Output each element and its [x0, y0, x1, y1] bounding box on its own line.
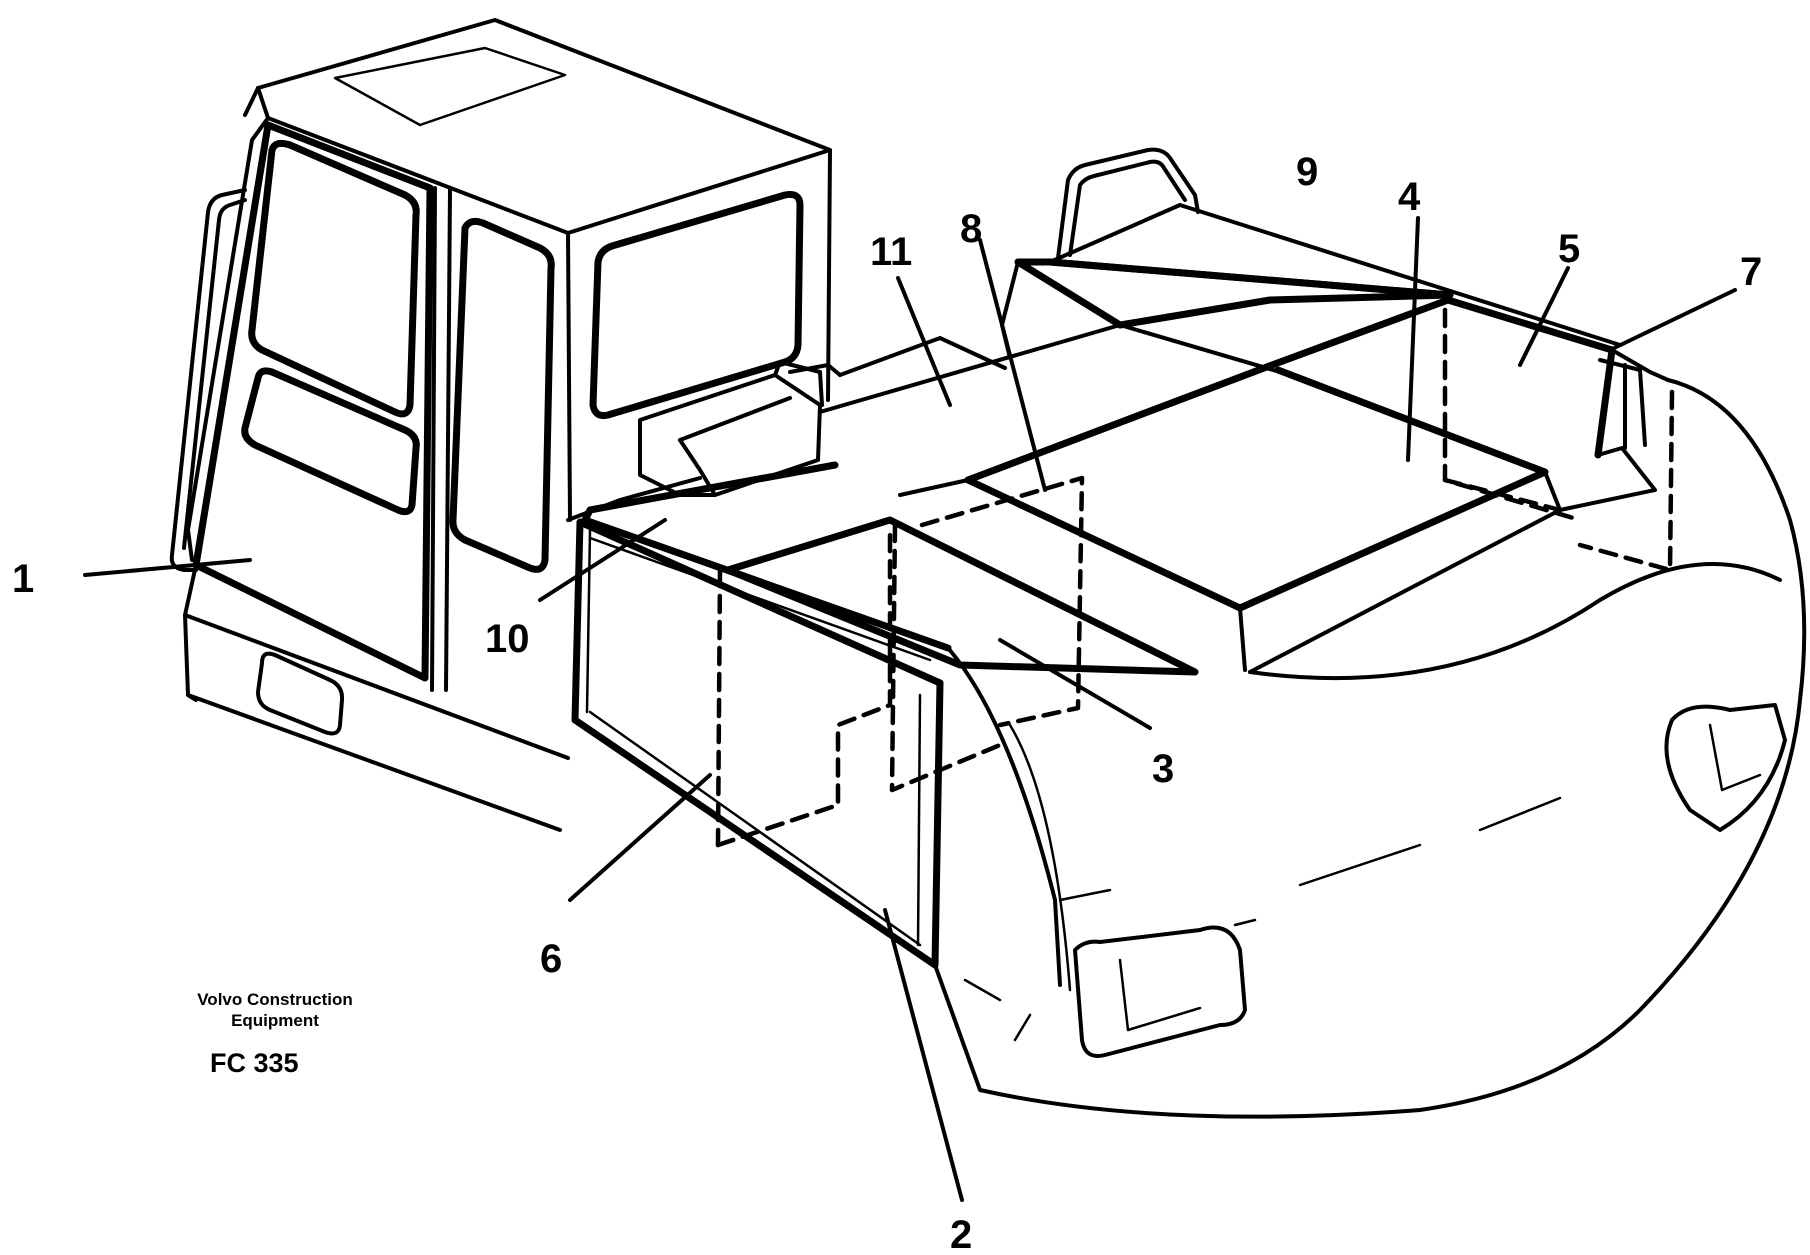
leader-line-7	[1608, 288, 1737, 352]
callout-labels: 1 2 3 4 5 6 7 8 9 10 11	[12, 150, 1762, 1255]
callout-7: 7	[1740, 250, 1762, 294]
callout-5: 5	[1558, 227, 1580, 271]
leader-line-8	[978, 238, 1047, 492]
callout-2: 2	[950, 1213, 972, 1255]
leader-lines	[83, 216, 1737, 1202]
callout-10: 10	[485, 617, 530, 661]
leader-line-2	[883, 908, 964, 1202]
callout-9: 9	[1296, 150, 1318, 194]
leader-line-6	[568, 773, 712, 902]
leader-line-5	[1518, 266, 1570, 367]
operator-cab	[169, 18, 832, 832]
callout-6: 6	[540, 937, 562, 981]
engine-deck	[566, 147, 1670, 969]
counterweight-body	[933, 378, 1807, 1119]
leader-line-3	[998, 638, 1152, 730]
leader-line-10	[538, 518, 667, 602]
leader-line-4	[1406, 216, 1420, 462]
callout-11: 11	[870, 230, 912, 274]
manufacturer-line-2: Equipment	[231, 1011, 319, 1030]
figure-id-code: FC 335	[210, 1048, 299, 1078]
callout-3: 3	[1152, 747, 1174, 791]
hidden-decal-outlines	[715, 307, 1675, 848]
figure-credit: Volvo Construction Equipment FC 335	[197, 990, 353, 1078]
callout-1: 1	[12, 557, 34, 601]
manufacturer-line-1: Volvo Construction	[197, 990, 353, 1009]
leader-line-11	[896, 276, 952, 407]
callout-8: 8	[960, 207, 982, 251]
leader-line-1	[83, 558, 252, 577]
callout-4: 4	[1398, 175, 1421, 219]
